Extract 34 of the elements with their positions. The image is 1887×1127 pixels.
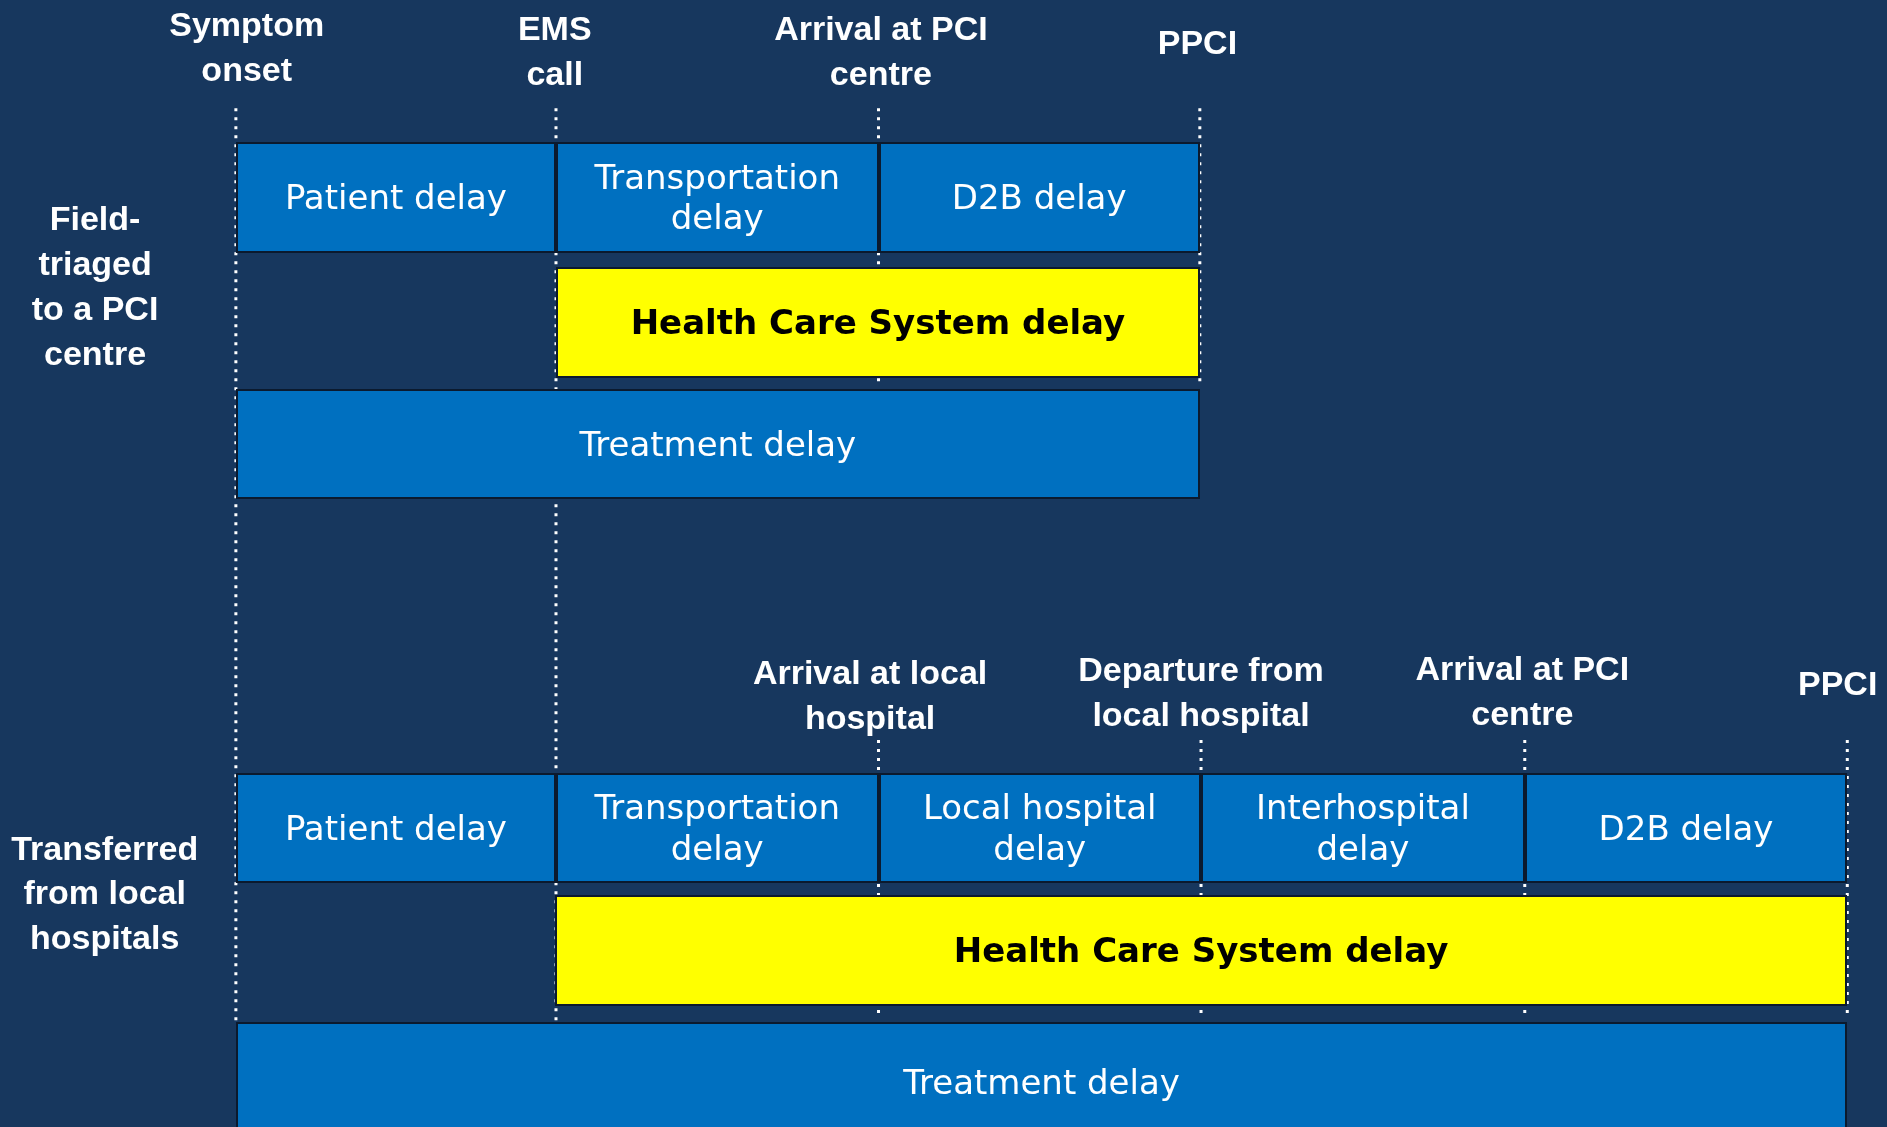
bar-label: Patient delay <box>284 176 507 218</box>
bar-label: Treatment delay <box>903 1062 1180 1103</box>
milestone-label: Arrival at PCI centre <box>773 8 989 94</box>
milestone-label: EMS call <box>516 8 593 94</box>
delay-bar <box>235 1021 1848 1127</box>
delay-bar <box>1201 772 1525 884</box>
health-care-system-bar <box>556 267 1200 378</box>
bar-label: Transportation delay <box>593 787 841 869</box>
delay-bar <box>235 772 556 884</box>
bar-label: Patient delay <box>284 807 507 849</box>
row-label: Transferred from local hospitals <box>10 827 200 959</box>
delay-bar <box>878 142 1200 253</box>
bar-label: Local hospital delay <box>921 787 1158 869</box>
milestone-label: Departure from local hospital <box>1077 649 1325 736</box>
bar-label: Health Care System delay <box>953 930 1449 972</box>
delay-bar <box>556 142 879 253</box>
milestone-label: Arrival at PCI centre <box>1414 648 1631 735</box>
milestone-label: PPCI <box>1796 662 1879 704</box>
health-care-system-bar <box>554 895 1848 1007</box>
row-label: Field-triaged to a PCI centre <box>30 198 160 374</box>
milestone-label: Symptom onset <box>168 4 326 91</box>
bar-label: Health Care System delay <box>630 302 1126 343</box>
bar-label: Transportation delay <box>593 156 841 239</box>
delay-bar <box>878 772 1201 884</box>
bar-label: Interhospital delay <box>1254 787 1471 869</box>
bar-label: Treatment delay <box>579 423 857 465</box>
delay-bar <box>1524 772 1848 884</box>
bar-label: D2B delay <box>1598 807 1774 849</box>
milestone-label: PPCI <box>1156 22 1239 64</box>
delay-bar <box>235 388 1200 500</box>
bar-label: D2B delay <box>951 176 1127 218</box>
delay-bar <box>235 142 556 253</box>
delay-bar <box>556 772 879 884</box>
milestone-label: Arrival at local hospital <box>751 651 989 738</box>
